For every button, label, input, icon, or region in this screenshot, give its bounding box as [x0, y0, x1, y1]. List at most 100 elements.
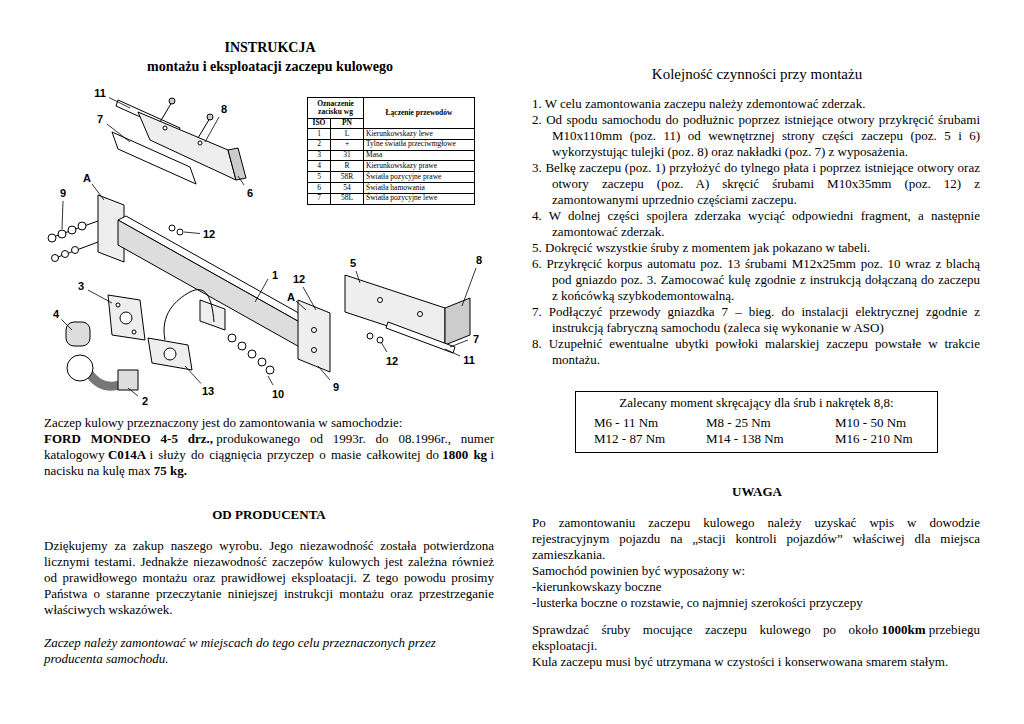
callout-number: 10 — [271, 388, 285, 400]
table-cell: 58L — [330, 193, 364, 205]
towbar-part — [228, 334, 236, 342]
leader-line — [62, 201, 63, 229]
towbar-part — [72, 247, 79, 254]
step-item: 1. W celu zamontowania zaczepu należy zd… — [532, 96, 980, 112]
towbar-part — [169, 98, 175, 104]
leader-line — [92, 184, 104, 200]
callout-number: 13 — [201, 385, 215, 397]
towbar-part — [120, 312, 132, 324]
callout-number: 11 — [93, 87, 107, 99]
towbar-part — [377, 337, 383, 343]
towbar-part — [312, 348, 317, 353]
towbar-part — [118, 370, 138, 390]
leader-line — [462, 268, 476, 306]
towbar-part — [138, 112, 236, 180]
callout-number: 12 — [202, 228, 216, 240]
towbar-part — [132, 330, 136, 334]
towbar-part — [169, 225, 175, 231]
section-heading: UWAGA — [532, 484, 982, 500]
leader-line — [356, 271, 360, 283]
list-item: -lusterka boczne o rozstawie, co najmnie… — [532, 595, 980, 611]
callout-number: A — [286, 291, 296, 303]
towbar-part — [198, 118, 210, 138]
leader-line — [88, 290, 112, 303]
towbar-part — [266, 366, 274, 374]
towbar-part — [228, 148, 246, 180]
towbar-part — [378, 298, 383, 303]
leader-line — [382, 343, 388, 352]
towbar-part — [177, 229, 183, 235]
towbar-part — [116, 303, 120, 307]
leader-line — [109, 98, 130, 109]
section-heading: OD PRODUCENTA — [44, 507, 494, 523]
torque-value: M6 - 11 Nm — [594, 415, 706, 431]
leader-line — [238, 176, 244, 185]
towbar-part — [52, 255, 59, 262]
step-item: 4. W dolnej części spojlera zderzaka wyc… — [532, 208, 980, 240]
towbar-part — [160, 102, 172, 122]
step-item: 8. Uzupełnić ewentualne ubytki powłoki m… — [532, 336, 980, 368]
paragraph: Zaczep kulowy przeznaczony jest do zamon… — [44, 415, 494, 431]
leader-line — [318, 366, 330, 380]
callout-number: 7 — [96, 113, 104, 125]
towbar-part — [78, 222, 86, 230]
towbar-part — [248, 350, 256, 358]
towbar-part — [298, 300, 330, 372]
text-block: 1. W celu zamontowania zaczepu należy zd… — [532, 96, 980, 368]
leader-line — [62, 98, 477, 397]
text-block: Po zamontowaniu zaczepu kulowego należy … — [532, 515, 980, 611]
towbar-part — [48, 234, 56, 242]
torque-grid: M6 - 11 NmM8 - 25 NmM10 - 50 NmM12 - 87 … — [582, 415, 931, 447]
text-block: Kolejność czynności przy montażu — [532, 64, 982, 84]
towbar-part — [66, 322, 90, 346]
step-item: 5. Dokręcić wszystkie śruby z momentem j… — [532, 240, 980, 256]
text-block: Sprawdzać śruby mocujące zaczepu kuloweg… — [532, 622, 980, 670]
leader-line — [62, 320, 73, 331]
paragraph: Dziękujemy za zakup naszego wyrobu. Jego… — [44, 538, 494, 618]
torque-value: M10 - 50 Nm — [835, 415, 931, 431]
leader-line — [255, 279, 268, 302]
leader-line — [445, 349, 460, 356]
callout-number: A — [82, 172, 92, 184]
leader-line — [268, 376, 273, 385]
leader-line — [296, 301, 306, 310]
title: INSTRUKCJA — [100, 38, 440, 57]
towbar-part — [312, 328, 317, 333]
section-heading: Kolejność czynności przy montażu — [532, 64, 982, 84]
step-item: 2. Od spodu samochodu do podłużnic poprz… — [532, 112, 980, 160]
callout-number: 7 — [472, 333, 480, 345]
towbar-part — [445, 298, 470, 345]
callout-number: 4 — [52, 308, 60, 320]
text-block: OD PRODUCENTA — [44, 507, 494, 523]
paragraph: Samochód powinien być wyposażony w: — [532, 563, 980, 579]
towbar-part — [386, 322, 455, 353]
towbar-part — [238, 342, 246, 350]
table-cell: Światła pozycyjne lewe — [363, 193, 475, 205]
towbar-part — [198, 141, 202, 145]
callout-number: 9 — [332, 381, 340, 393]
callout-number: 11 — [462, 354, 476, 366]
table-cell: 7 — [307, 193, 331, 205]
towbar-part — [163, 126, 167, 130]
table-cell: Oznaczenie zacisku wg — [307, 97, 364, 119]
torque-table-box: Zalecany moment skręcający dla śrub i na… — [575, 391, 938, 453]
towbar-part — [164, 290, 214, 340]
leader-line — [184, 232, 200, 234]
callout-number: 3 — [77, 280, 85, 292]
towbar-part — [200, 300, 225, 330]
torque-value: M8 - 25 Nm — [706, 415, 835, 431]
callout-number: 2 — [141, 395, 149, 407]
leader-line — [107, 124, 130, 142]
leader-line — [128, 388, 138, 396]
callout-number: 8 — [220, 103, 228, 115]
text-block: INSTRUKCJAmontażu i eksploatacji zaczepu… — [100, 38, 440, 76]
towbar-part — [88, 372, 122, 386]
paragraph: Kula zaczepu musi być utrzymana w czysto… — [532, 654, 980, 670]
towbar-part — [58, 230, 66, 238]
paragraph: i służy do ciągnięcia przyczep o masie c… — [149, 447, 438, 462]
callout-number: 8 — [475, 254, 483, 266]
towbar-part — [164, 348, 176, 360]
towbar-part — [118, 216, 320, 329]
catalog-number: C014A — [108, 447, 146, 462]
